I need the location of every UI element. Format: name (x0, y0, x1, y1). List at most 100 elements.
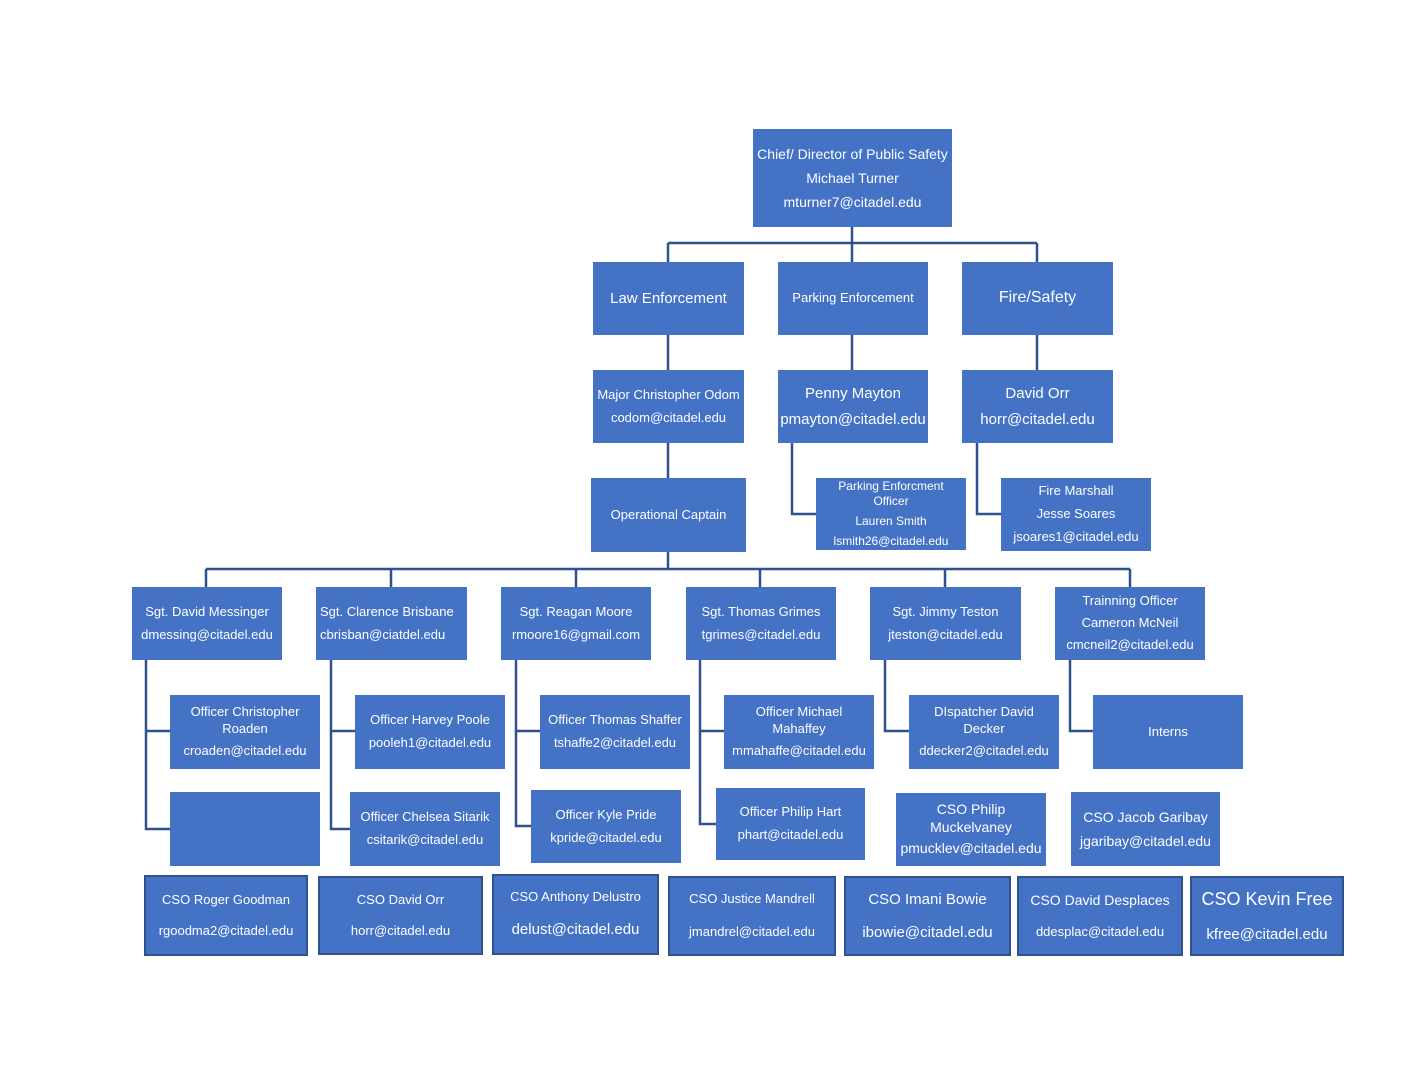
empty-officer-box (170, 792, 320, 866)
parking-head-email: pmayton@citadel.edu (780, 410, 926, 428)
cso-email: delust@citadel.edu (511, 921, 640, 939)
fire-head-box: David Orr horr@citadel.edu (962, 370, 1113, 443)
connector (698, 660, 724, 826)
connector (1068, 660, 1093, 733)
cso-email: kfree@citadel.edu (1206, 925, 1328, 943)
training-officer-title: Trainning Officer (1082, 593, 1178, 609)
dispatcher-box: DIspatcher David Decker ddecker2@citadel… (909, 695, 1059, 769)
sergeant-box: Sgt. Jimmy Teston jteston@citadel.edu (870, 587, 1021, 660)
cso-box: CSO Roger Goodman rgoodma2@citadel.edu (144, 875, 308, 956)
dept-parking-enforcement: Parking Enforcement (778, 262, 928, 335)
training-officer-box: Trainning Officer Cameron McNeil cmcneil… (1055, 587, 1205, 660)
officer-box: Officer Christopher Roaden croaden@citad… (170, 695, 320, 769)
dept-label: Law Enforcement (610, 289, 727, 307)
cso-name: CSO Kevin Free (1201, 888, 1333, 909)
dept-fire-safety: Fire/Safety (962, 262, 1113, 335)
cso-email: pmucklev@citadel.edu (900, 840, 1042, 857)
major-name: Major Christopher Odom (597, 386, 740, 402)
captain-title: Operational Captain (610, 506, 727, 522)
captain-box: Operational Captain (591, 478, 746, 552)
officer-name: Officer Philip Hart (739, 804, 842, 820)
parking-officer-title: Parking Enforcment Officer (838, 479, 944, 508)
chief-name: Michael Turner (806, 169, 899, 186)
connector (666, 227, 1039, 262)
connector (883, 660, 909, 733)
officer-name: Officer Kyle Pride (555, 806, 657, 822)
major-box: Major Christopher Odom codom@citadel.edu (593, 370, 744, 443)
interns-box: Interns (1093, 695, 1243, 769)
cso-name: CSO Justice Mandrell (689, 891, 815, 907)
fire-marshall-email: jsoares1@citadel.edu (1013, 528, 1139, 544)
cso-name: CSO Roger Goodman (162, 891, 290, 907)
officer-email: csitarik@citadel.edu (366, 832, 484, 847)
training-officer-name: Cameron McNeil (1081, 615, 1179, 631)
cso-name: CSO David Desplaces (1030, 892, 1170, 909)
dept-label: Fire/Safety (998, 289, 1077, 307)
sergeant-box: Sgt. Thomas Grimes tgrimes@citadel.edu (686, 587, 836, 660)
chief-title: Chief/ Director of Public Safety (757, 145, 948, 162)
sergeant-email: cbrisban@ciatdel.edu (320, 626, 446, 642)
officer-email: mmahaffe@citadel.edu (732, 743, 866, 759)
sergeant-name: Sgt. David Messinger (145, 603, 269, 619)
cso-email: jgaribay@citadel.edu (1080, 833, 1211, 849)
cso-box: CSO David Desplaces ddesplac@citadel.edu (1017, 876, 1183, 956)
officer-box: Officer Kyle Pride kpride@citadel.edu (531, 790, 681, 863)
dispatcher-name: DIspatcher David Decker (934, 703, 1034, 736)
connector (514, 660, 540, 828)
fire-marshall-title: Fire Marshall (1038, 483, 1114, 499)
officer-box: Officer Chelsea Sitarik csitarik@citadel… (350, 792, 500, 866)
connector (144, 660, 170, 831)
officer-name: Officer Michael Mahaffey (755, 703, 843, 736)
sergeant-name: Sgt. Thomas Grimes (701, 603, 821, 619)
officer-email: kpride@citadel.edu (550, 829, 662, 845)
cso-name: CSO Anthony Delustro (510, 889, 641, 905)
chief-email: mturner7@citadel.edu (783, 194, 922, 211)
officer-name: Officer Christopher Roaden (190, 703, 300, 736)
parking-head-box: Penny Mayton pmayton@citadel.edu (778, 370, 928, 443)
connector (206, 552, 1130, 571)
officer-box: Officer Michael Mahaffey mmahaffe@citade… (724, 695, 874, 769)
sergeant-name: Sgt. Jimmy Teston (892, 603, 999, 619)
cso-name: CSO Jacob Garibay (1083, 808, 1208, 825)
officer-email: croaden@citadel.edu (183, 743, 307, 759)
cso-email: rgoodma2@citadel.edu (158, 922, 294, 938)
sergeant-name: Sgt. Clarence Brisbane (320, 603, 454, 619)
parking-head-name: Penny Mayton (805, 385, 901, 402)
sergeant-email: tgrimes@citadel.edu (701, 626, 821, 642)
cso-name: CSO Philip Muckelvaney (930, 801, 1012, 835)
connector (204, 569, 1132, 587)
cso-email: jmandrel@citadel.edu (689, 924, 815, 939)
sergeant-box: Sgt. Clarence Brisbane cbrisban@ciatdel.… (316, 587, 467, 660)
connector (666, 335, 1039, 370)
cso-email: ibowie@citadel.edu (862, 924, 993, 941)
officer-box: Officer Philip Hart phart@citadel.edu (716, 788, 865, 860)
officer-name: Officer Harvey Poole (370, 712, 490, 728)
officer-name: Officer Thomas Shaffer (548, 712, 682, 728)
dept-law-enforcement: Law Enforcement (593, 262, 744, 335)
officer-email: phart@citadel.edu (737, 827, 844, 842)
connector (329, 660, 355, 831)
cso-box: CSO Jacob Garibay jgaribay@citadel.edu (1071, 792, 1220, 866)
fire-head-email: horr@citadel.edu (980, 410, 1095, 428)
sergeant-box: Sgt. Reagan Moore rmoore16@gmail.com (501, 587, 651, 660)
cso-box: CSO Imani Bowie ibowie@citadel.edu (844, 876, 1011, 956)
interns-label: Interns (1148, 723, 1188, 739)
officer-box: Officer Harvey Poole pooleh1@citadel.edu (355, 695, 505, 769)
major-email: codom@citadel.edu (610, 409, 727, 425)
cso-name: CSO David Orr (356, 891, 445, 907)
cso-box: CSO Anthony Delustro delust@citadel.edu (492, 874, 659, 955)
connector (975, 443, 1001, 516)
cso-box: CSO Justice Mandrell jmandrel@citadel.ed… (668, 876, 836, 956)
officer-email: tshaffe2@citadel.edu (553, 735, 677, 750)
officer-box: Officer Thomas Shaffer tshaffe2@citadel.… (540, 695, 690, 769)
parking-officer-email: lsmith26@citadel.edu (833, 534, 949, 549)
cso-box: CSO Kevin Free kfree@citadel.edu (1190, 876, 1344, 956)
fire-marshall-name: Jesse Soares (1036, 506, 1116, 522)
fire-head-name: David Orr (1005, 385, 1070, 402)
dispatcher-email: ddecker2@citadel.edu (919, 743, 1049, 759)
chief-box: Chief/ Director of Public Safety Michael… (753, 129, 952, 227)
sergeant-email: rmoore16@gmail.com (511, 626, 641, 642)
cso-box: CSO Philip Muckelvaney pmucklev@citadel.… (896, 793, 1046, 866)
training-officer-email: cmcneil2@citadel.edu (1066, 636, 1194, 652)
